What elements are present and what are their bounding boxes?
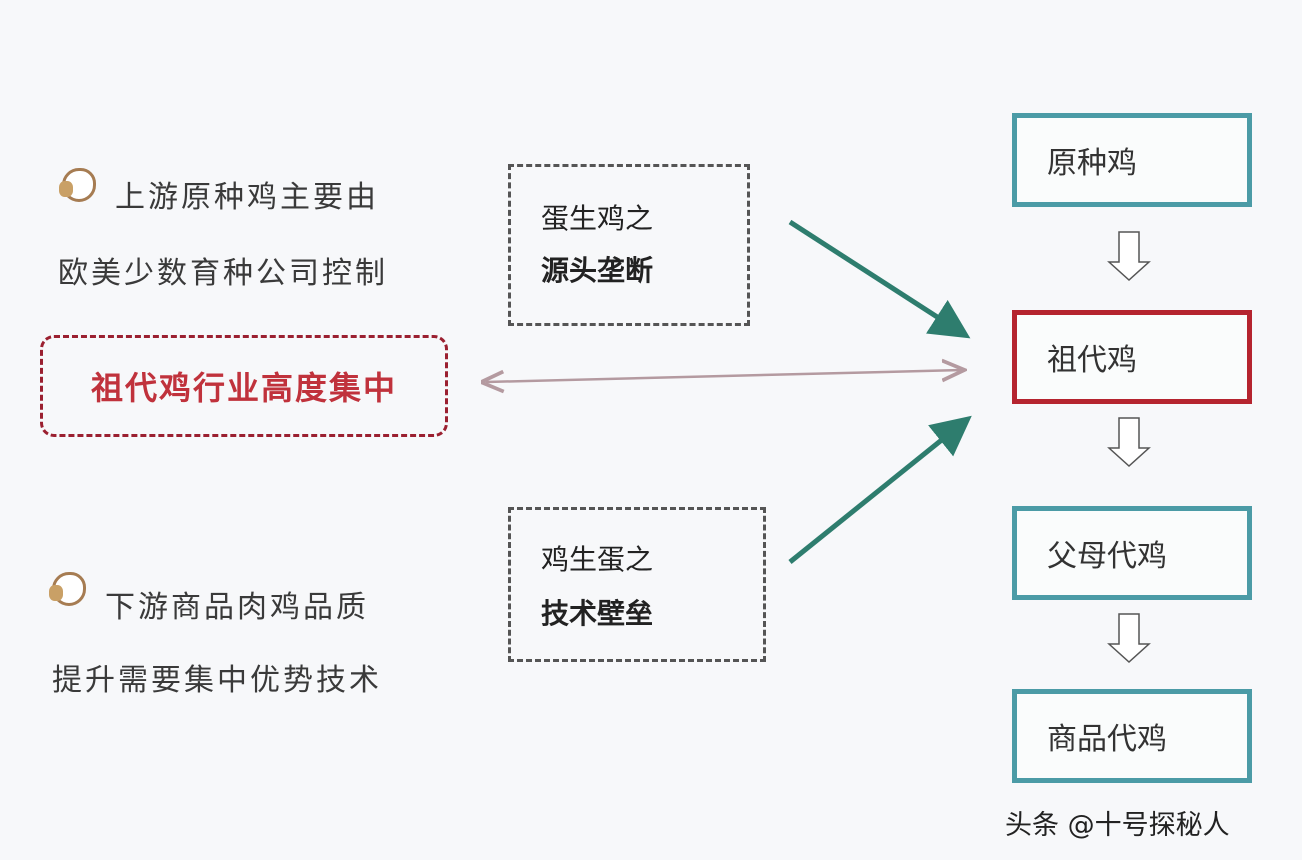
stage-parent: 父母代鸡 bbox=[1012, 506, 1252, 600]
down-arrow-icon bbox=[1107, 231, 1151, 282]
stage-label: 商品代鸡 bbox=[1047, 722, 1167, 757]
chicken-icon bbox=[59, 168, 96, 202]
source-monopoly-line2: 源头垄断 bbox=[541, 254, 654, 287]
tech-barrier-line1: 鸡生蛋之 bbox=[541, 543, 654, 576]
down-arrow-icon bbox=[1107, 417, 1151, 468]
highlight-box: 祖代鸡行业高度集中 bbox=[40, 335, 448, 437]
stage-label: 父母代鸡 bbox=[1047, 539, 1167, 574]
down-arrow-icon bbox=[1107, 613, 1151, 664]
stage-commercial: 商品代鸡 bbox=[1012, 689, 1252, 783]
stage-label: 祖代鸡 bbox=[1047, 343, 1137, 378]
chicken-icon bbox=[49, 572, 86, 606]
double-arrow-concentration bbox=[486, 370, 962, 382]
upstream-text-line1: 上游原种鸡主要由 bbox=[115, 180, 379, 215]
highlight-text: 祖代鸡行业高度集中 bbox=[90, 369, 397, 407]
stage-label: 原种鸡 bbox=[1047, 146, 1137, 181]
downstream-text-line1: 下游商品肉鸡品质 bbox=[105, 590, 369, 625]
upstream-text-line2: 欧美少数育种公司控制 bbox=[58, 256, 388, 291]
downstream-text-line2: 提升需要集中优势技术 bbox=[52, 663, 382, 698]
tech-barrier-line2: 技术壁垒 bbox=[541, 597, 654, 630]
watermark: 头条 @十号探秘人 bbox=[1005, 810, 1230, 841]
source-monopoly-line1: 蛋生鸡之 bbox=[541, 202, 654, 235]
arrow-barrier-to-grandparent bbox=[788, 415, 972, 564]
arrow-monopoly-to-grandparent bbox=[788, 219, 971, 339]
stage-great-grandparent: 原种鸡 bbox=[1012, 113, 1252, 207]
source-monopoly-box: 蛋生鸡之 源头垄断 bbox=[508, 164, 750, 326]
tech-barrier-box: 鸡生蛋之 技术壁垒 bbox=[508, 507, 766, 662]
stage-grandparent: 祖代鸡 bbox=[1012, 310, 1252, 404]
